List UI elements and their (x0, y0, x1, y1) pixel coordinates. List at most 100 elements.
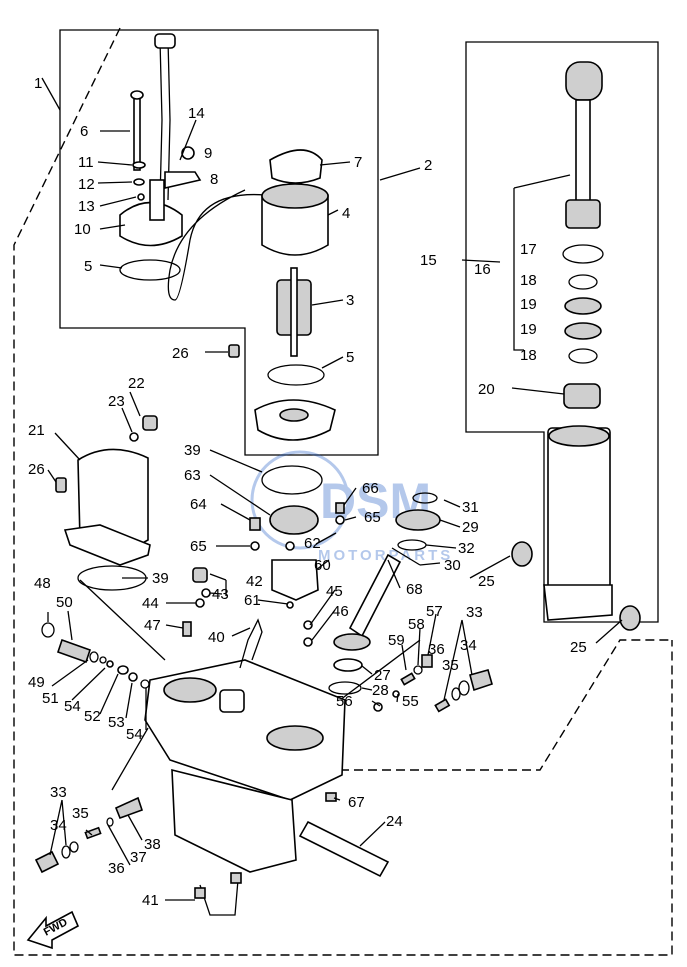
ring-19-lower (564, 322, 602, 340)
screw-9 (181, 146, 195, 160)
lower-boundary-line (340, 639, 672, 771)
ref-64: 64 (190, 496, 207, 513)
ref-67: 67 (348, 794, 365, 811)
pump-parts (34, 415, 493, 916)
fwd-badge: FWD (26, 910, 80, 950)
o-ring-35-left (69, 841, 79, 853)
o-ring-35-right (451, 687, 461, 701)
cylinder-body (547, 427, 611, 589)
bracket-8 (164, 171, 202, 190)
ref-36-right: 36 (428, 641, 445, 658)
pipe-41-fitting-b (230, 872, 242, 884)
pump-body-60 (271, 559, 319, 601)
ref-8: 8 (210, 171, 218, 188)
o-ring-5-lower (267, 364, 325, 386)
ref-68: 68 (406, 581, 423, 598)
leader-lines (41, 77, 623, 901)
ref-53: 53 (108, 714, 125, 731)
ref-45: 45 (326, 583, 343, 600)
rod-eye (565, 61, 603, 101)
washer-43 (201, 588, 211, 598)
ref-12: 12 (78, 176, 95, 193)
reservoir-flange (63, 524, 151, 566)
shaft-24 (298, 820, 390, 878)
ref-49: 49 (28, 674, 45, 691)
tilt-cylinder-box (465, 41, 659, 623)
ref-9: 9 (204, 145, 212, 162)
valve-29 (395, 509, 441, 531)
ball-65-right (335, 515, 345, 525)
ref-63: 63 (184, 467, 201, 484)
ref-31: 31 (462, 499, 479, 516)
pin-62 (285, 541, 295, 551)
ref-30: 30 (444, 557, 461, 574)
ref-20: 20 (478, 381, 495, 398)
ref-16: 16 (474, 261, 491, 278)
spring-59 (400, 672, 416, 686)
ref-19-lower: 19 (520, 321, 537, 338)
valve-50 (56, 638, 92, 664)
lower-bracket (171, 768, 297, 873)
bolt-47 (182, 621, 192, 637)
pin-61 (286, 601, 294, 609)
filter-68-base (333, 633, 371, 651)
ref-41: 41 (142, 892, 159, 909)
ref-51: 51 (42, 690, 59, 707)
leader-to-manifold (79, 579, 421, 791)
manifold-bore-right (266, 725, 324, 751)
ref-1: 1 (34, 75, 42, 92)
ball-56 (373, 702, 383, 712)
ring-19-upper (564, 297, 602, 315)
pin-30 (391, 547, 421, 566)
ref-57: 57 (426, 603, 443, 620)
valve-38 (114, 796, 144, 820)
motor-parts (119, 33, 336, 441)
o-ring-34-left (61, 845, 71, 859)
fwd-arrow (26, 910, 80, 950)
ref-43: 43 (212, 586, 229, 603)
o-ring-37 (106, 817, 114, 827)
piston-head (565, 199, 601, 229)
ref-66: 66 (362, 480, 379, 497)
bolt-6-head (130, 90, 144, 100)
ref-33-right: 33 (466, 604, 483, 621)
ref-48: 48 (34, 575, 51, 592)
ref-35-left: 35 (72, 805, 89, 822)
stator-4-top (261, 183, 329, 209)
lead-wires (159, 39, 171, 201)
ref-5-lower: 5 (346, 349, 354, 366)
watermark-subtext: MOTORPARTS (318, 547, 453, 564)
ref-62: 62 (304, 535, 321, 552)
piston-rod (575, 99, 591, 206)
ref-6: 6 (80, 123, 88, 140)
ref-21: 21 (28, 422, 45, 439)
filter-68 (348, 553, 402, 638)
o-ring-49 (89, 651, 99, 663)
ref-32: 32 (458, 540, 475, 557)
bolt-6 (133, 94, 141, 171)
cable-loop (167, 189, 266, 301)
ref-23: 23 (108, 393, 125, 410)
ref-44: 44 (142, 595, 159, 612)
ref-65-left: 65 (190, 538, 207, 555)
washer-11 (132, 161, 146, 169)
ball-13 (137, 193, 145, 201)
bolt-67 (325, 792, 337, 802)
ball-51 (106, 660, 114, 668)
bushing-25-left (511, 541, 533, 567)
plug-33-left (34, 850, 60, 874)
ref-7: 7 (354, 154, 362, 171)
ref-17: 17 (520, 241, 537, 258)
ref-38: 38 (144, 836, 161, 853)
o-ring-28 (328, 681, 362, 695)
ref-36-left: 36 (108, 860, 125, 877)
ref-5-top: 5 (84, 258, 92, 275)
spring-36-right (434, 698, 451, 713)
manifold-port (219, 689, 245, 713)
ref-52: 52 (84, 708, 101, 725)
o-ring-17 (562, 244, 604, 264)
ref-13: 13 (78, 198, 95, 215)
ref-29: 29 (462, 519, 479, 536)
ball-65-left (250, 541, 260, 551)
bushing-25-right (619, 605, 641, 631)
